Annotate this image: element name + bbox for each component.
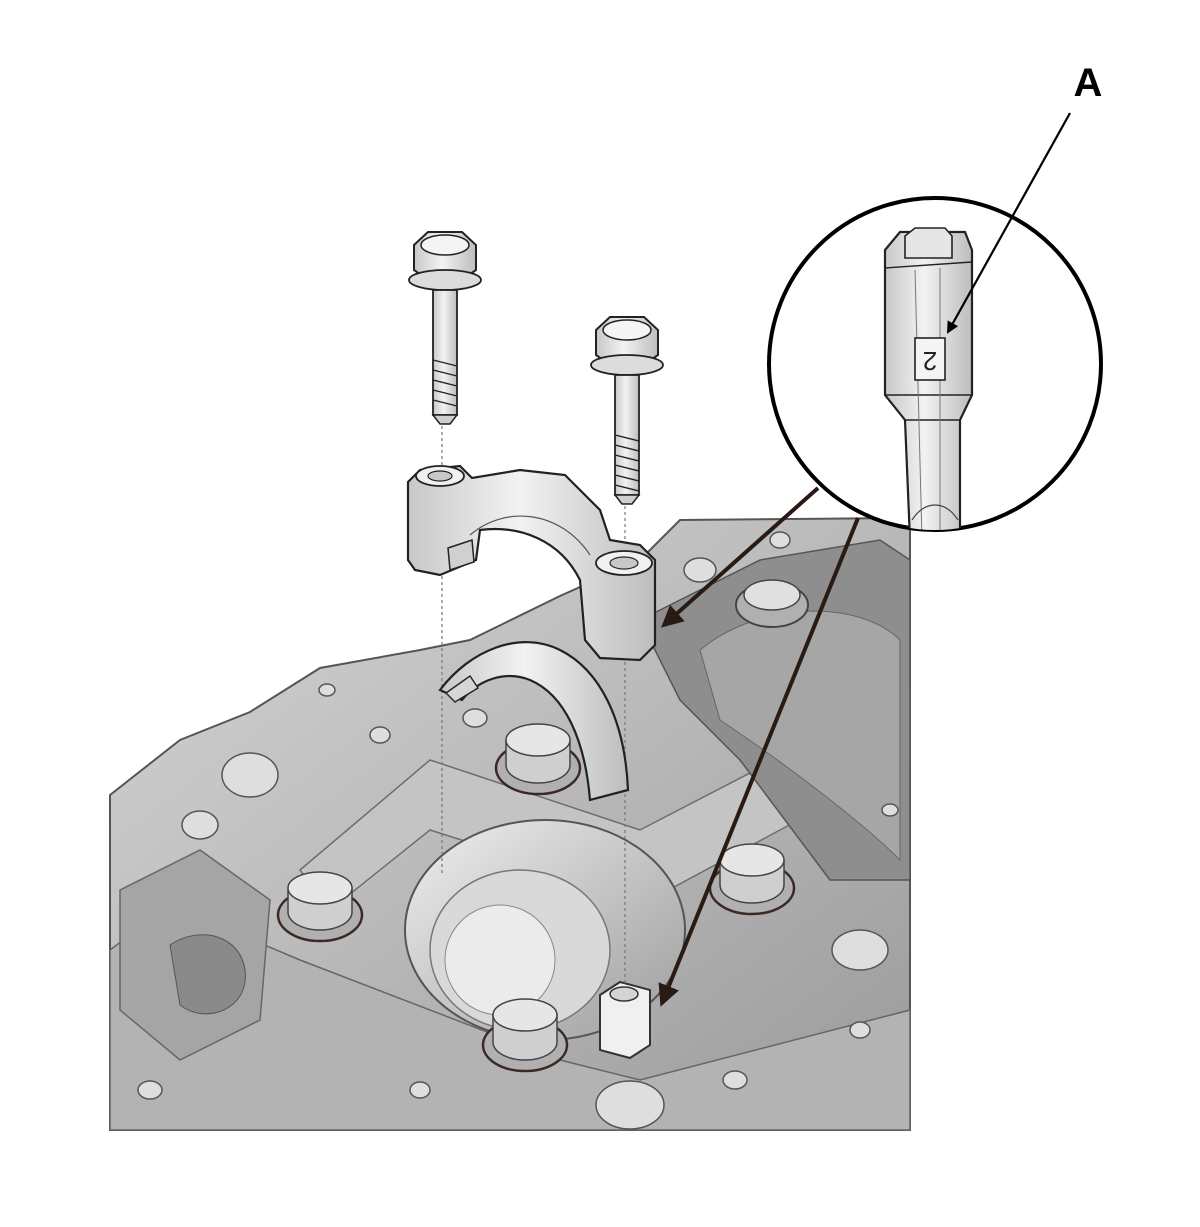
cap-mark-number: 2 — [923, 346, 937, 376]
callout-leader-a — [947, 112, 1071, 334]
connecting-rod-cap — [406, 464, 657, 662]
engine-block — [109, 516, 911, 1131]
magnified-detail: 2 — [767, 196, 1103, 532]
leader-arrows — [658, 112, 1071, 1007]
arrow-to-rod-cap — [661, 486, 820, 628]
cap-bolt-left — [408, 231, 482, 425]
bearing-shell — [438, 641, 630, 802]
connecting-rod-lower — [599, 980, 651, 1060]
cap-bolt-bosses — [276, 579, 809, 1073]
callout-label-a: A — [1074, 61, 1103, 105]
cap-bolt-right — [590, 316, 664, 505]
arrow-to-rod-lower — [658, 517, 860, 1007]
